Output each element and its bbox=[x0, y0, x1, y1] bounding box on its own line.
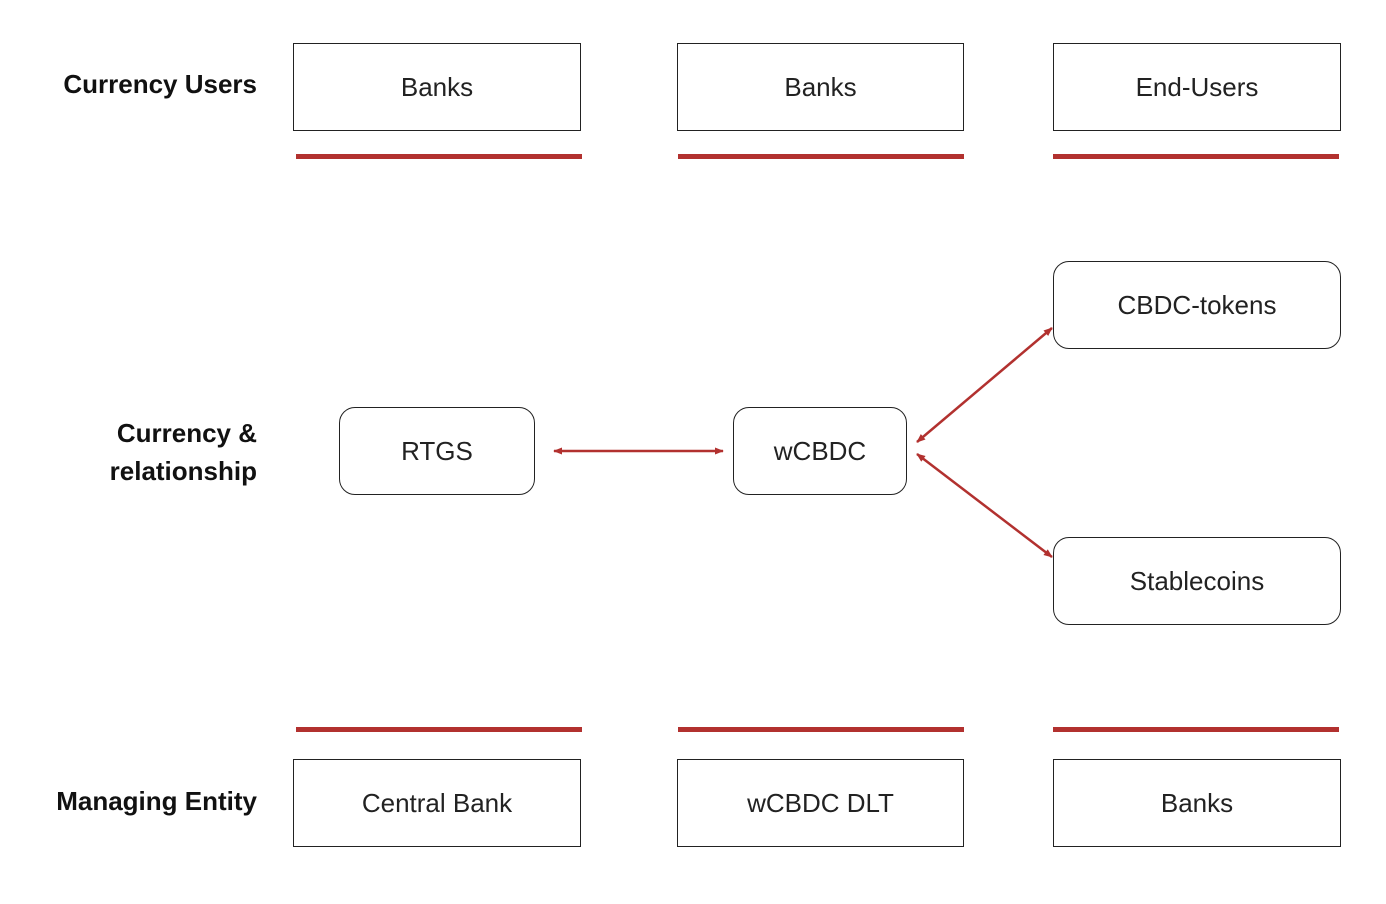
user-box-end-users: End-Users bbox=[1053, 43, 1341, 131]
row-label-currency-users: Currency Users bbox=[63, 69, 257, 99]
top-divider-3 bbox=[1053, 154, 1339, 159]
bottom-divider-3 bbox=[1053, 727, 1339, 732]
row-label-line-1: Currency & bbox=[116, 418, 257, 448]
manager-box-banks: Banks bbox=[1053, 759, 1341, 847]
row-label-currency-relationship: Currency & relationship bbox=[110, 414, 257, 490]
bottom-divider-1 bbox=[296, 727, 582, 732]
node-wcbdc: wCBDC bbox=[733, 407, 907, 495]
bottom-divider-2 bbox=[678, 727, 964, 732]
top-divider-1 bbox=[296, 154, 582, 159]
arrow-wcbdc-cbdc-tokens bbox=[916, 327, 1053, 443]
manager-box-central-bank: Central Bank bbox=[293, 759, 581, 847]
user-box-banks-2: Banks bbox=[677, 43, 964, 131]
top-divider-2 bbox=[678, 154, 964, 159]
row-label-line-2: relationship bbox=[109, 456, 257, 486]
node-stablecoins: Stablecoins bbox=[1053, 537, 1341, 625]
node-rtgs: RTGS bbox=[339, 407, 535, 495]
arrow-wcbdc-stablecoins bbox=[916, 453, 1053, 558]
manager-box-wcbdc-dlt: wCBDC DLT bbox=[677, 759, 964, 847]
node-cbdc-tokens: CBDC-tokens bbox=[1053, 261, 1341, 349]
user-box-banks-1: Banks bbox=[293, 43, 581, 131]
row-label-managing-entity: Managing Entity bbox=[56, 786, 257, 816]
